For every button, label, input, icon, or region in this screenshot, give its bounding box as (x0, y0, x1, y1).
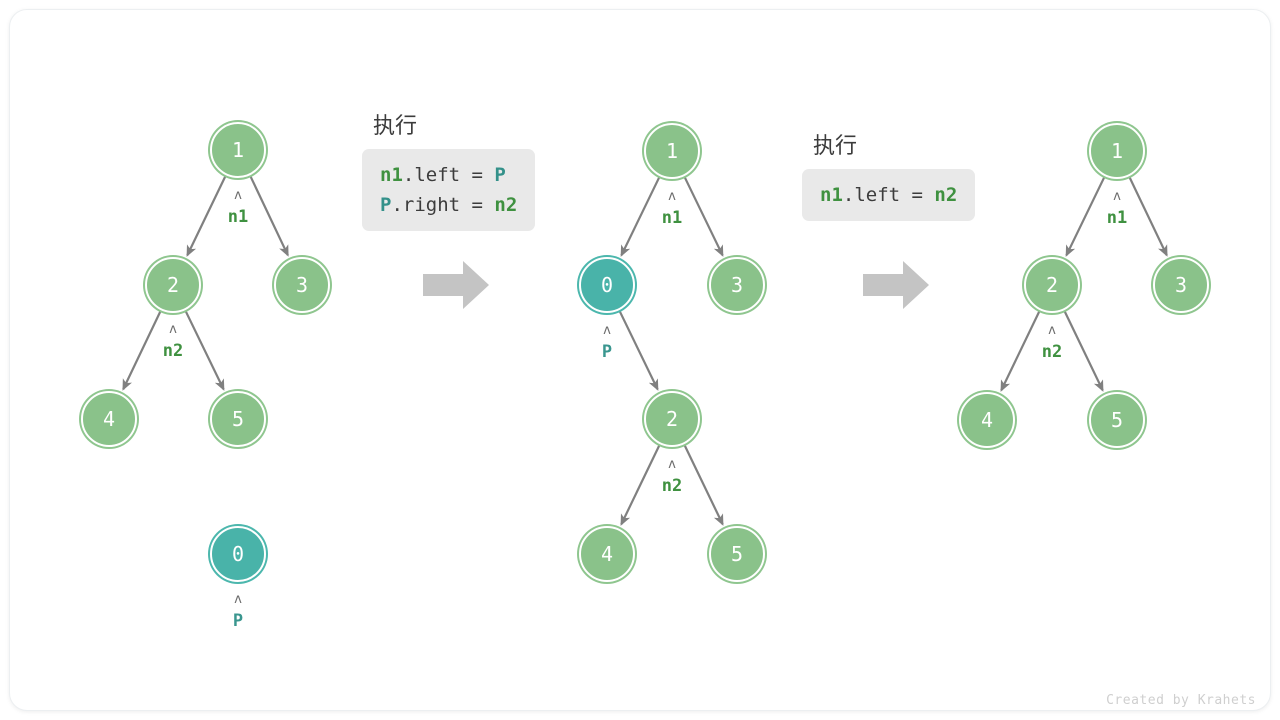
tree-node: 0 (579, 257, 635, 313)
tree-node: 0 (210, 526, 266, 582)
caret-icon: ʌ (234, 188, 242, 203)
code-token: P (380, 194, 392, 216)
caret-icon: ʌ (169, 322, 177, 337)
step-title: 执行 (813, 134, 858, 159)
pointer-name: P (232, 611, 244, 631)
tree-node: 5 (709, 526, 765, 582)
tree-node: 1 (644, 123, 700, 179)
pointer-label: ʌ n2 (143, 322, 203, 361)
code-line: n1.left = n2 (820, 180, 957, 210)
tree-node: 4 (959, 392, 1015, 448)
code-line: n1.left = P (380, 160, 517, 190)
pointer-name: n1 (227, 207, 249, 227)
pointer-label: ʌ n1 (208, 188, 268, 227)
pointer-label: ʌ n1 (1087, 189, 1147, 228)
code-line: P.right = n2 (380, 190, 517, 220)
credit-text: Created by Krahets (1106, 693, 1256, 708)
code-token: n2 (934, 184, 958, 206)
code-token: .left = (402, 164, 495, 186)
step-arrow-icon (863, 259, 929, 311)
tree-node: 5 (210, 391, 266, 447)
tree-node: 2 (145, 257, 201, 313)
tree-node: 2 (644, 391, 700, 447)
pointer-name: P (601, 342, 613, 362)
pointer-name: n2 (162, 341, 184, 361)
pointer-label: ʌ n2 (1022, 323, 1082, 362)
code-token: n1 (820, 184, 843, 206)
caret-icon: ʌ (603, 323, 611, 338)
tree-node: 5 (1089, 392, 1145, 448)
code-token: .right = (391, 194, 495, 216)
code-token: n1 (380, 164, 403, 186)
step-arrow-icon (423, 259, 489, 311)
caret-icon: ʌ (1048, 323, 1056, 338)
pointer-label: ʌ n1 (642, 189, 702, 228)
pointer-name: n2 (1041, 342, 1063, 362)
pointer-name: n1 (1106, 208, 1128, 228)
code-token: .left = (842, 184, 935, 206)
code-token: P (494, 164, 506, 186)
pointer-label: ʌ n2 (642, 457, 702, 496)
tree-node: 4 (579, 526, 635, 582)
pointer-name: n2 (661, 476, 683, 496)
caret-icon: ʌ (1113, 189, 1121, 204)
tree-node: 3 (1153, 257, 1209, 313)
caret-icon: ʌ (234, 592, 242, 607)
code-snippet: n1.left = n2 (802, 169, 976, 221)
tree-node: 2 (1024, 257, 1080, 313)
tree-node: 3 (709, 257, 765, 313)
step-title: 执行 (373, 114, 418, 139)
tree-node: 3 (274, 257, 330, 313)
caret-icon: ʌ (668, 457, 676, 472)
caret-icon: ʌ (668, 189, 676, 204)
pointer-name: n1 (661, 208, 683, 228)
tree-node: 4 (81, 391, 137, 447)
tree-node: 1 (1089, 123, 1145, 179)
code-token: n2 (494, 194, 518, 216)
tree-node: 1 (210, 122, 266, 178)
